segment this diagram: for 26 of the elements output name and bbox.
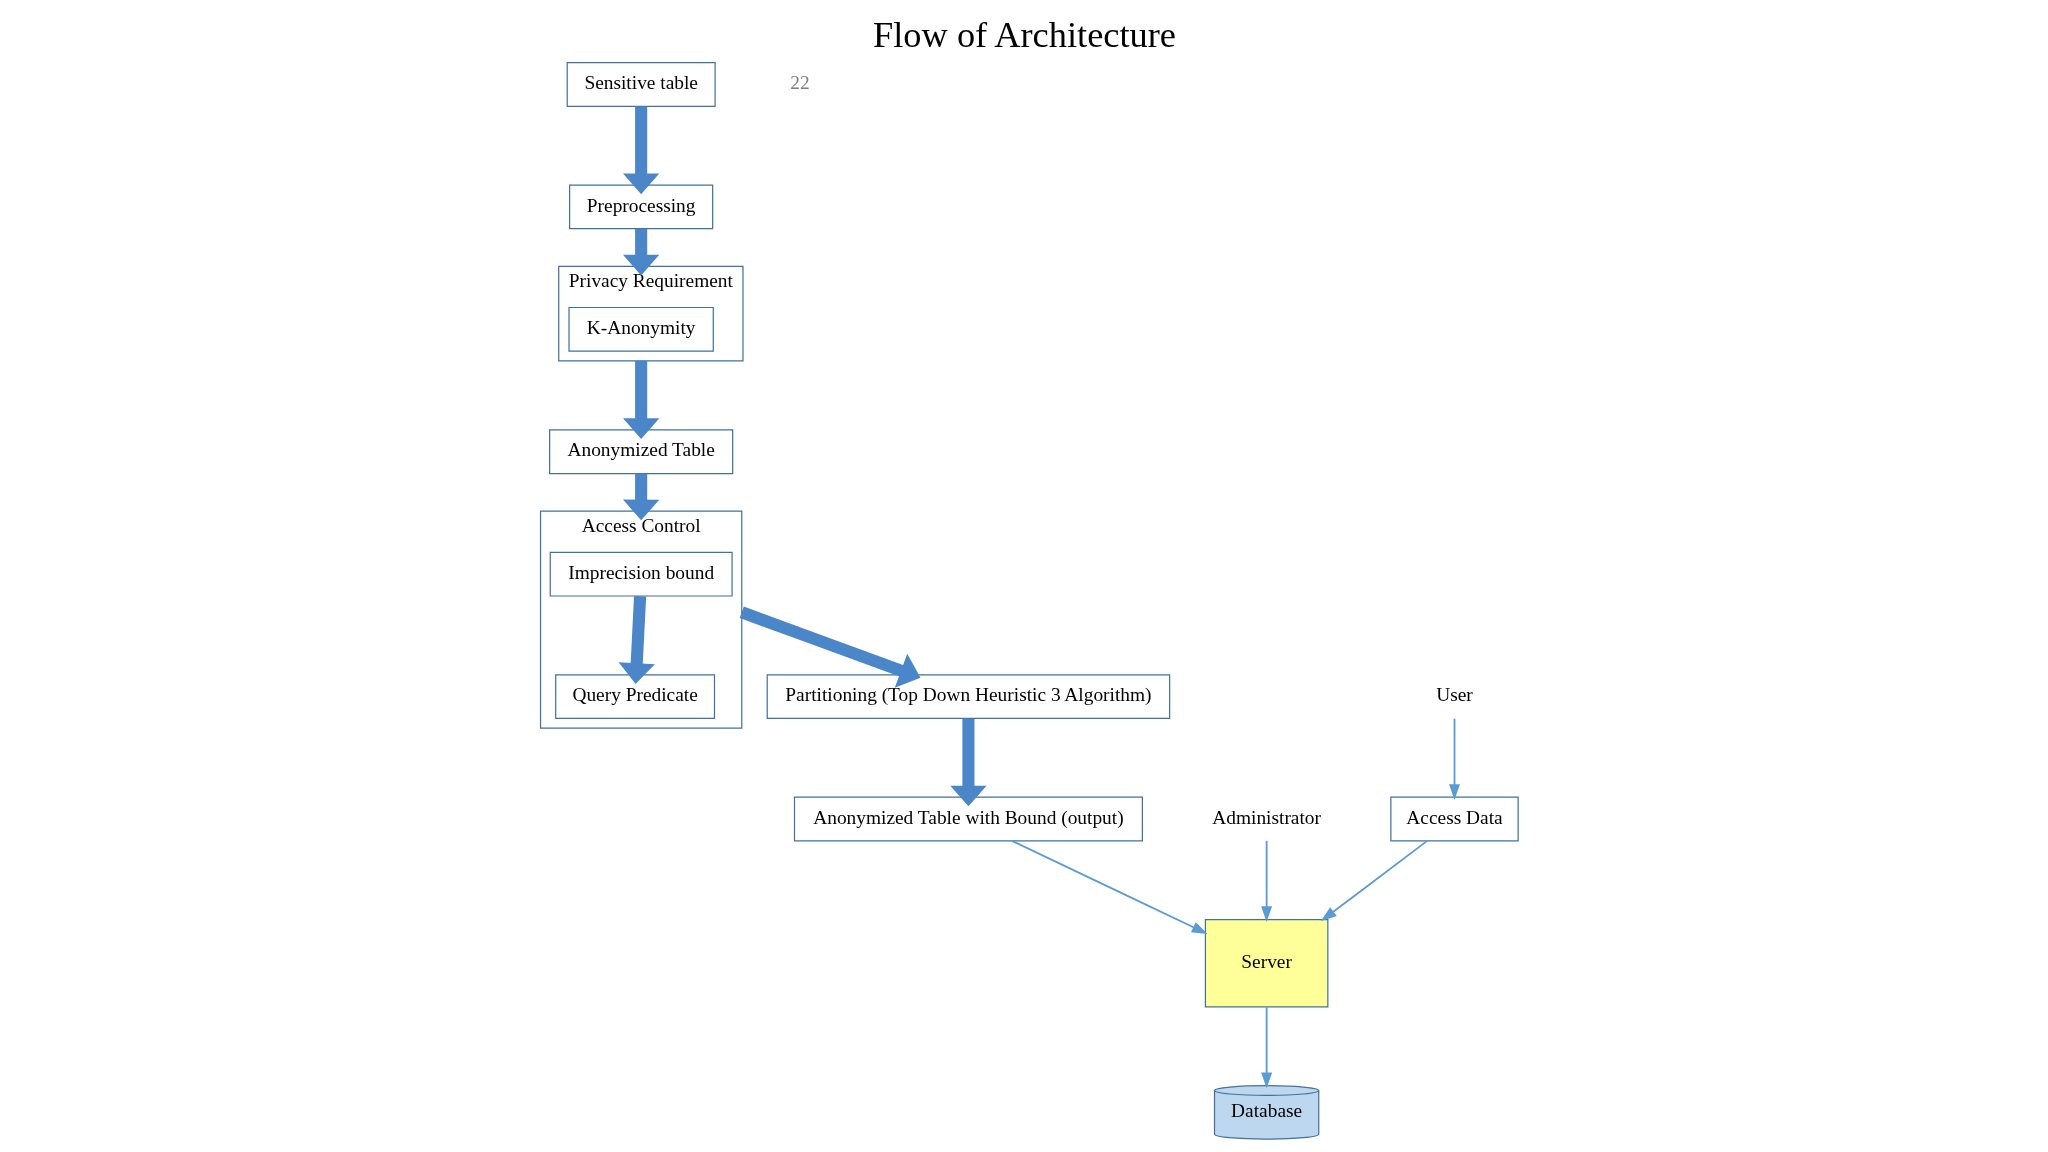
node-box: Anonymized Table xyxy=(548,429,733,475)
node-box: Imprecision bound xyxy=(549,551,733,597)
node-box: Sensitive table xyxy=(566,62,716,107)
node-text: User xyxy=(1435,684,1473,706)
node-box: Anonymized Table with Bound (output) xyxy=(793,796,1143,842)
diagram-title: Flow of Architecture xyxy=(872,14,1176,55)
label: 22 xyxy=(789,72,810,94)
arrow xyxy=(949,718,987,807)
arrow xyxy=(622,360,659,440)
arrow xyxy=(1010,839,1208,934)
arrow xyxy=(1320,839,1428,922)
arrow xyxy=(1448,717,1460,800)
node-box: Partitioning (Top Down Heuristic 3 Algorithm) xyxy=(766,674,1170,720)
node-box: Access Data xyxy=(1389,796,1519,842)
arrow xyxy=(622,473,659,521)
node-box: Query Predicate xyxy=(554,674,715,720)
arrow xyxy=(622,106,659,195)
arrow xyxy=(1260,1006,1272,1089)
arrow xyxy=(1260,839,1272,922)
arrow xyxy=(622,229,659,276)
arrow xyxy=(739,606,920,688)
node-text: Administrator xyxy=(1211,806,1321,828)
node-box: Preprocessing xyxy=(568,184,713,230)
arrow xyxy=(618,595,655,684)
node-box: K-Anonymity xyxy=(567,306,714,352)
node-box: Server xyxy=(1204,919,1328,1008)
